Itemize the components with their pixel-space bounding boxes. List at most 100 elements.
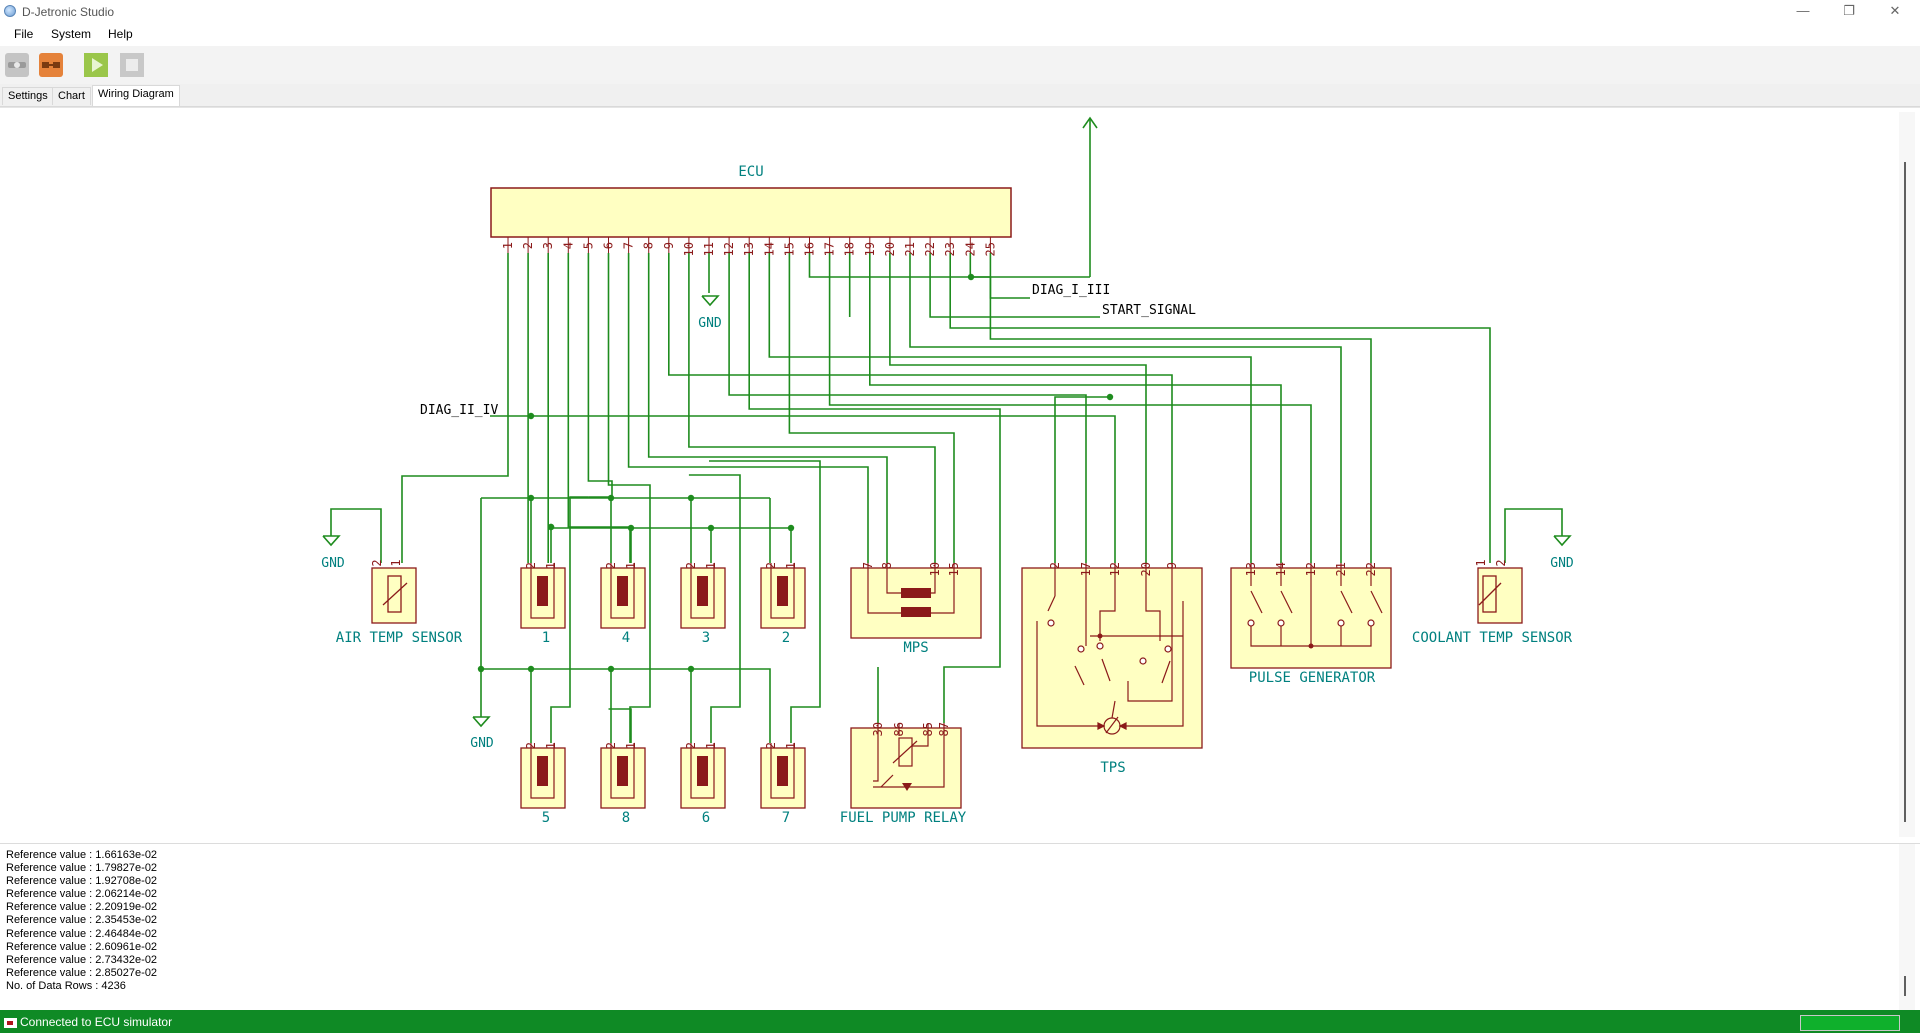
- air-temp-pin-1: 1: [389, 559, 403, 566]
- wire-air-temp-gnd: [330, 508, 382, 563]
- junction-dot: [607, 494, 615, 502]
- injector-label: 4: [622, 630, 630, 646]
- wire-air-temp-1: [401, 253, 509, 563]
- connect-icon: [42, 62, 60, 68]
- injector-pin-1: 1: [624, 562, 638, 569]
- fuel-pump-relay-label: FUEL PUMP RELAY: [840, 810, 967, 826]
- injector-coil: [697, 756, 708, 786]
- injector-coil: [777, 756, 788, 786]
- menu-file[interactable]: File: [14, 27, 34, 41]
- gnd-label-injectors: GND: [470, 736, 494, 751]
- injector-coil: [537, 756, 548, 786]
- wire-relay-87: [748, 253, 1001, 723]
- log-line: Reference value : 2.35453e-02: [6, 914, 158, 927]
- tab-chart[interactable]: Chart: [52, 87, 91, 105]
- ecu-pin-labels: 1234567891011121314151617181920212223242…: [501, 237, 997, 256]
- log-scrollbar[interactable]: [1899, 844, 1915, 1010]
- menu-system[interactable]: System: [51, 27, 92, 41]
- signal-start: START_SIGNAL: [1102, 303, 1196, 318]
- junction-layer: [477, 273, 1114, 673]
- junction-dot: [687, 494, 695, 502]
- wire-start-signal: [929, 253, 1100, 318]
- wire: [607, 253, 651, 743]
- stop-icon: [126, 59, 138, 71]
- pulse-generator-label: PULSE GENERATOR: [1249, 670, 1376, 686]
- injector-pin-2: 2: [524, 562, 538, 569]
- menu-bar: File System Help: [0, 24, 1920, 46]
- wire-layer: [322, 116, 1572, 743]
- diagram-scrollbar-thumb[interactable]: [1904, 162, 1906, 822]
- component-layer: ECU 123456789101112131415161718192021222…: [321, 164, 1574, 826]
- disconnect-button[interactable]: [5, 53, 29, 77]
- injector-label: 7: [782, 810, 790, 826]
- signal-diag-ii-iv: DIAG_II_IV: [420, 403, 498, 418]
- wire-pg-12: [828, 253, 1312, 563]
- wire: [667, 253, 1150, 376]
- air-temp-sensor-label: AIR TEMP SENSOR: [336, 630, 463, 646]
- log-line: Reference value : 2.85027e-02: [6, 966, 158, 979]
- connect-button[interactable]: [39, 53, 63, 77]
- close-button[interactable]: ✕: [1889, 3, 1901, 18]
- injector-pin-1: 1: [784, 562, 798, 569]
- injector-pin-1: 1: [544, 562, 558, 569]
- mps-pin-10: 10: [928, 562, 942, 576]
- stop-button[interactable]: [120, 53, 144, 77]
- junction-dot: [707, 524, 715, 532]
- wiring-diagram-canvas[interactable]: ECU 123456789101112131415161718192021222…: [0, 107, 1920, 843]
- wire-tps-9: [1150, 374, 1173, 563]
- tab-wiring-diagram[interactable]: Wiring Diagram: [92, 85, 180, 106]
- play-icon: [92, 58, 103, 72]
- wire-tps-12: [1110, 415, 1116, 563]
- injector-pin-1: 1: [704, 562, 718, 569]
- ecu-label: ECU: [738, 164, 763, 180]
- junction-dot: [527, 412, 535, 420]
- coolant-temp-pin-2: 2: [1494, 559, 1508, 566]
- wire-pg-14: [868, 253, 1282, 563]
- pulse-generator-pin-13: 13: [1244, 562, 1258, 576]
- coolant-temp-thermistor: [1482, 575, 1497, 613]
- gnd-symbol-air: [322, 535, 341, 547]
- injector-label: 8: [622, 810, 630, 826]
- log-line: Reference value : 1.66163e-02: [6, 849, 158, 861]
- mps-pin-8: 8: [880, 562, 894, 569]
- mps-pin-7: 7: [861, 562, 875, 569]
- tps-pin-2: 2: [1048, 562, 1062, 569]
- menu-help[interactable]: Help: [108, 27, 133, 41]
- wire-mps-7: [627, 253, 869, 563]
- wire-pg-22: [989, 253, 1372, 563]
- mps-box: [850, 567, 982, 639]
- diagram-scrollbar[interactable]: [1899, 112, 1915, 837]
- tab-settings[interactable]: Settings: [2, 87, 54, 105]
- wire: [688, 474, 741, 743]
- tps-pin-17: 17: [1079, 562, 1093, 576]
- mps-core-bottom: [901, 607, 931, 617]
- maximize-button[interactable]: ❐: [1843, 3, 1855, 18]
- wire: [608, 708, 632, 743]
- injector-pin-2: 2: [764, 742, 778, 749]
- injector-coil: [697, 576, 708, 606]
- minimize-button[interactable]: —: [1796, 3, 1810, 18]
- log-line: Reference value : 1.92708e-02: [6, 875, 158, 888]
- air-temp-thermistor: [387, 575, 402, 613]
- injector-pin-2: 2: [684, 562, 698, 569]
- log-line: No. of Data Rows : 4236: [6, 979, 126, 992]
- gnd-symbol-ecu: [701, 295, 720, 307]
- mps-label: MPS: [903, 640, 928, 656]
- injector-pin-1: 1: [624, 742, 638, 749]
- injector-label: 2: [782, 630, 790, 646]
- log-scrollbar-thumb[interactable]: [1904, 976, 1906, 996]
- title-bar: D-Jetronic Studio — ❐ ✕: [0, 0, 1920, 24]
- gnd-symbol-injectors: [472, 716, 491, 728]
- wire-pg-13: [768, 253, 1252, 563]
- injector-pin-2: 2: [604, 742, 618, 749]
- ecu-box: [490, 187, 1012, 238]
- play-button[interactable]: [84, 53, 108, 77]
- tps-label: TPS: [1100, 760, 1125, 776]
- wire: [550, 496, 589, 743]
- disconnect-icon: [8, 62, 26, 68]
- injector-coil: [617, 576, 628, 606]
- wire: [587, 253, 613, 498]
